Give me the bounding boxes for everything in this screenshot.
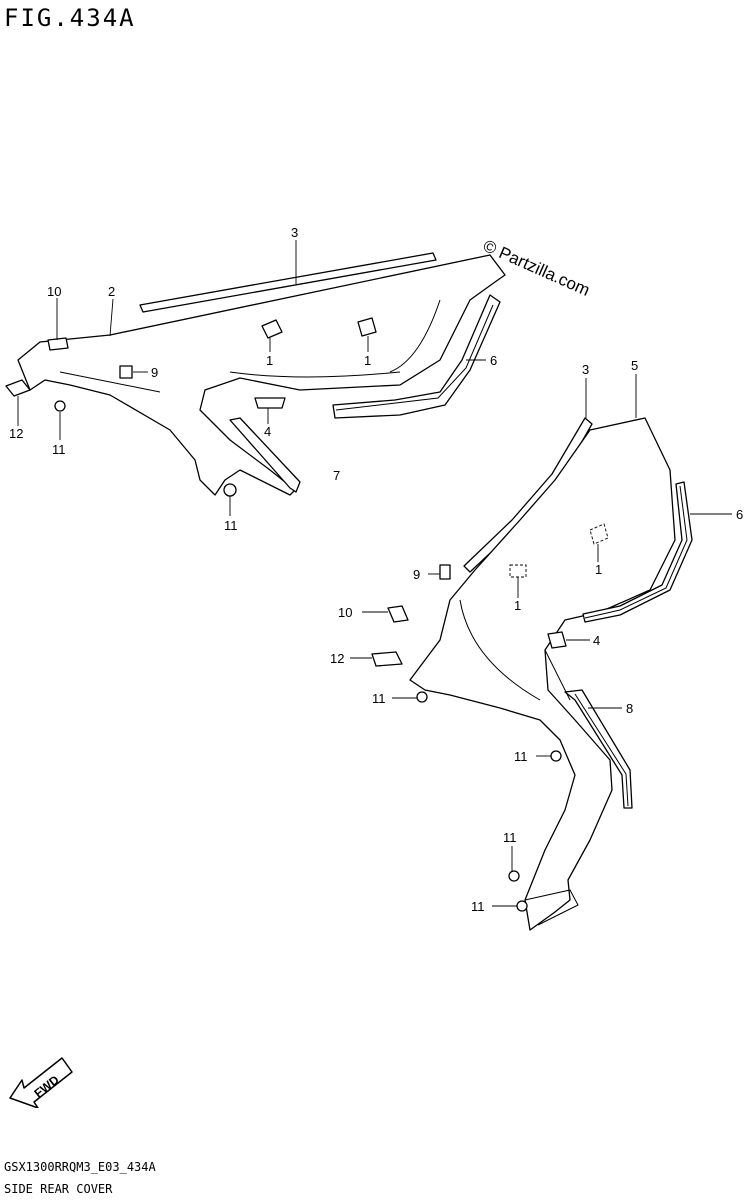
forward-arrow-icon: FWD: [9, 1057, 73, 1108]
part-9-clip-top[interactable]: [119, 365, 133, 379]
callout-6-lower: 6: [736, 507, 743, 522]
part-1-pad-b[interactable]: [357, 317, 377, 337]
figure-title: FIG.434A: [4, 4, 136, 32]
callout-10-lower: 10: [338, 605, 352, 620]
part-9-clip-lower[interactable]: [439, 564, 451, 580]
part-7-strip[interactable]: [229, 417, 301, 493]
callout-10-top: 10: [47, 284, 61, 299]
part-11-screw-lower-c[interactable]: [508, 870, 520, 882]
part-1-pad-d[interactable]: [509, 564, 527, 578]
callout-11-lower-b: 11: [514, 749, 528, 764]
part-6-edge-molding-lower[interactable]: [582, 481, 693, 623]
part-1-pad-c[interactable]: [589, 523, 609, 545]
part-12-grommet-top[interactable]: [5, 379, 31, 397]
callout-11-lower-c: 11: [503, 830, 517, 845]
part-4-cushion-lower[interactable]: [547, 631, 567, 649]
section-name: SIDE REAR COVER: [4, 1182, 113, 1196]
callout-1-lower-b: 1: [514, 598, 521, 613]
callout-11-top-b: 11: [224, 518, 238, 533]
callout-1-top-a: 1: [266, 353, 273, 368]
part-5-side-cover[interactable]: [409, 417, 676, 931]
callout-5-lower: 5: [631, 358, 638, 373]
drawing-code: GSX1300RRQM3_E03_434A: [4, 1160, 156, 1174]
part-11-screw-top-b[interactable]: [223, 483, 237, 497]
callout-12-top: 12: [9, 426, 23, 441]
part-12-grommet-lower[interactable]: [371, 651, 403, 667]
callout-11-lower-d: 11: [471, 899, 485, 914]
part-11-screw-top-a[interactable]: [54, 400, 66, 412]
callout-9-lower: 9: [413, 567, 420, 582]
callout-11-top-a: 11: [52, 442, 66, 457]
part-3-trim-strip[interactable]: [139, 252, 437, 313]
part-11-screw-lower-d[interactable]: [516, 900, 528, 912]
callout-3-top: 3: [291, 225, 298, 240]
part-8-strip[interactable]: [564, 689, 633, 809]
callout-4-top: 4: [264, 424, 271, 439]
part-11-screw-lower-a[interactable]: [416, 691, 428, 703]
part-1-pad-a[interactable]: [261, 319, 283, 339]
callout-11-lower-a: 11: [372, 691, 386, 706]
callout-12-lower: 12: [330, 651, 344, 666]
part-6-edge-molding-top[interactable]: [332, 294, 501, 419]
part-11-screw-lower-b[interactable]: [550, 750, 562, 762]
callout-1-top-b: 1: [364, 353, 371, 368]
bottom-assembly: 3 5 6 9 1 1 10 12 4 11 8 11 11 11: [330, 358, 743, 931]
callout-8-lower: 8: [626, 701, 633, 716]
top-assembly: 3 2 10 9 12 11 1 1 6 4 7 11: [5, 225, 506, 533]
part-10-nut-lower[interactable]: [387, 605, 409, 623]
callout-2-top: 2: [108, 284, 115, 299]
part-4-cushion-top[interactable]: [254, 397, 286, 409]
callout-4-lower: 4: [593, 633, 600, 648]
callout-3-lower: 3: [582, 362, 589, 377]
callout-9-top: 9: [151, 365, 158, 380]
callout-1-lower-a: 1: [595, 562, 602, 577]
part-10-nut-top[interactable]: [47, 337, 69, 351]
callout-6-top: 6: [490, 353, 497, 368]
callout-7-top: 7: [333, 468, 340, 483]
